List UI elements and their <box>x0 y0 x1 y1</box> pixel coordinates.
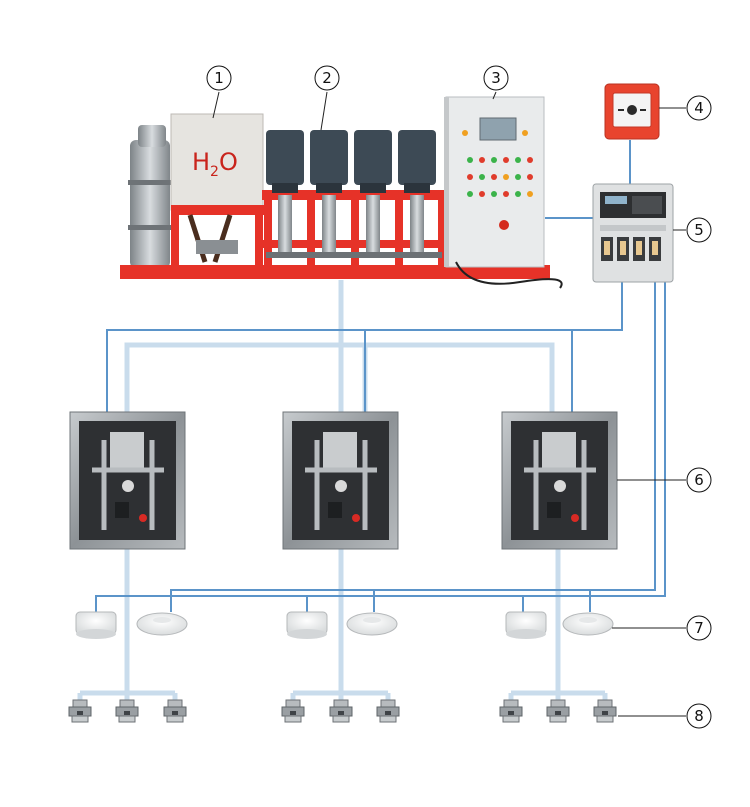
cabinet-display <box>479 117 517 141</box>
mist-nozzles <box>68 699 617 723</box>
pipe-drop-1 <box>77 548 178 702</box>
control-cabinet <box>444 96 563 289</box>
wire-detector-drops <box>306 590 591 612</box>
manual-call-point <box>604 83 660 140</box>
pump-set <box>262 130 448 267</box>
mist-nozzle-9 <box>593 699 617 723</box>
callout-4: 4 <box>686 95 712 121</box>
call-point-button <box>627 105 637 115</box>
mist-nozzle-4 <box>281 699 305 723</box>
zone-valve-box-1 <box>69 411 186 550</box>
filter-column <box>130 140 170 268</box>
svg-text:6: 6 <box>694 471 704 489</box>
svg-text:3: 3 <box>491 69 501 87</box>
fire-alarm-panel <box>592 183 674 283</box>
mist-nozzle-5 <box>329 699 353 723</box>
panel-slots <box>601 237 661 261</box>
smoke-detector-2 <box>286 611 328 639</box>
water-tank: H2O <box>120 113 550 279</box>
mist-nozzle-3 <box>163 699 187 723</box>
pump-3 <box>351 130 392 267</box>
mist-nozzle-7 <box>499 699 523 723</box>
callout-1: 1 <box>206 65 232 91</box>
heat-detector-2 <box>346 612 398 636</box>
cabinet-indicators <box>462 130 533 230</box>
manifold-pipe <box>266 252 442 258</box>
pipe-drop-3 <box>508 548 608 702</box>
pump-2 <box>307 130 348 267</box>
callout-5: 5 <box>686 217 712 243</box>
callout-2: 2 <box>314 65 340 91</box>
svg-text:4: 4 <box>694 99 704 117</box>
tank-body <box>170 113 264 211</box>
callout-8: 8 <box>686 703 712 729</box>
base-frame <box>120 265 550 279</box>
signal-wires <box>95 140 666 612</box>
svg-text:5: 5 <box>694 221 704 239</box>
svg-text:8: 8 <box>694 707 704 725</box>
zone-valve-box-2 <box>282 411 399 550</box>
mist-nozzle-8 <box>546 699 570 723</box>
zone-valve-box-3 <box>501 411 618 550</box>
svg-text:1: 1 <box>214 69 224 87</box>
smoke-detector-3 <box>505 611 547 639</box>
wire-panel-detectors-inner <box>170 280 656 612</box>
mist-nozzle-1 <box>68 699 92 723</box>
callout-3: 3 <box>483 65 509 91</box>
smoke-detector-1 <box>75 611 117 639</box>
mist-nozzle-2 <box>115 699 139 723</box>
callout-lines <box>212 91 686 717</box>
callout-7: 7 <box>686 615 712 641</box>
mist-nozzle-6 <box>376 699 400 723</box>
pump-4 <box>395 130 446 267</box>
wire-panel-boxes <box>106 280 623 415</box>
pipe-loop-left <box>124 342 555 418</box>
svg-text:2: 2 <box>322 69 332 87</box>
callout-markers: 1 2 3 4 5 6 7 8 <box>206 65 712 729</box>
detectors <box>75 611 614 639</box>
wire-panel-detectors-outer <box>95 280 666 612</box>
pump-1 <box>264 130 304 267</box>
callout-6: 6 <box>686 467 712 493</box>
svg-text:7: 7 <box>694 619 704 637</box>
heat-detector-1 <box>136 612 188 636</box>
pipe-drop-2 <box>290 548 391 702</box>
tank-label: H2O <box>192 148 238 180</box>
heat-detector-3 <box>562 612 614 636</box>
